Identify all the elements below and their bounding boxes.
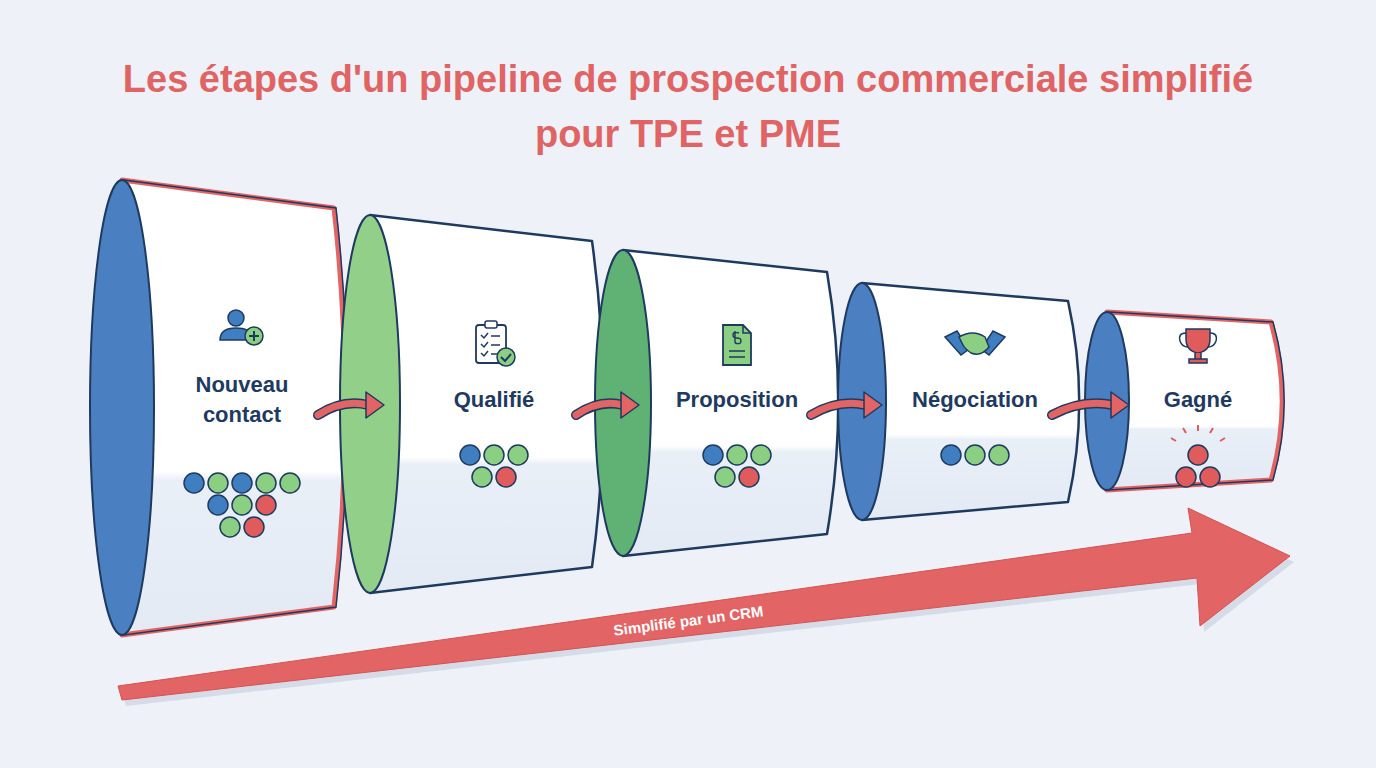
- pipeline-stage: Nouveau contact: [90, 180, 348, 635]
- stage-label: Gagné: [1115, 385, 1281, 415]
- stage-label: Qualifié: [386, 385, 602, 415]
- stage-label: Proposition: [637, 385, 837, 415]
- pipeline-stage: Qualifié: [340, 215, 606, 593]
- stage-label: Négociation: [872, 385, 1078, 415]
- pipeline-stage: Proposition: [595, 250, 841, 556]
- stage-label: Nouveau contact: [167, 370, 317, 430]
- pipeline-stage: Gagné: [1085, 312, 1285, 490]
- diagram-title: Les étapes d'un pipeline de prospection …: [88, 52, 1288, 162]
- pipeline-stage: Négociation: [838, 283, 1082, 520]
